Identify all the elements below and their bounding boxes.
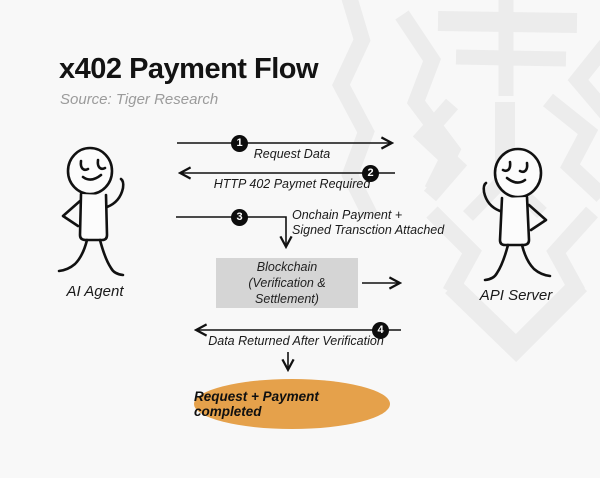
step-badge-4: 4: [372, 322, 389, 339]
ai-agent-label: AI Agent: [66, 283, 124, 300]
api-server-label: API Server: [479, 287, 553, 304]
page-title: x402 Payment Flow: [59, 53, 319, 85]
blockchain-box-line1: Blockchain: [256, 260, 318, 274]
result-label: Request + Payment completed: [194, 389, 319, 419]
step-badge-1: 1: [231, 135, 248, 152]
step4-label: Data Returned After Verification: [208, 334, 384, 348]
api-server-figure: [482, 147, 552, 282]
result-ellipse: Request + Payment completed: [194, 379, 390, 429]
source-subtitle: Source: Tiger Research: [60, 91, 219, 108]
step3-label-line2: Signed Transction Attached: [292, 223, 445, 237]
blockchain-box-line2: (Verification & Settlement): [248, 276, 326, 306]
step2-label: HTTP 402 Paymet Required: [213, 177, 371, 191]
step-badge-2: 2: [362, 165, 379, 182]
step-badge-3: 3: [231, 209, 248, 226]
arrow-step3: [176, 216, 293, 250]
step3-label-line1: Onchain Payment +: [292, 208, 403, 222]
step1-label: Request Data: [253, 147, 331, 161]
ai-agent-figure: [57, 146, 125, 277]
blockchain-box: Blockchain (Verification & Settlement): [216, 258, 358, 308]
